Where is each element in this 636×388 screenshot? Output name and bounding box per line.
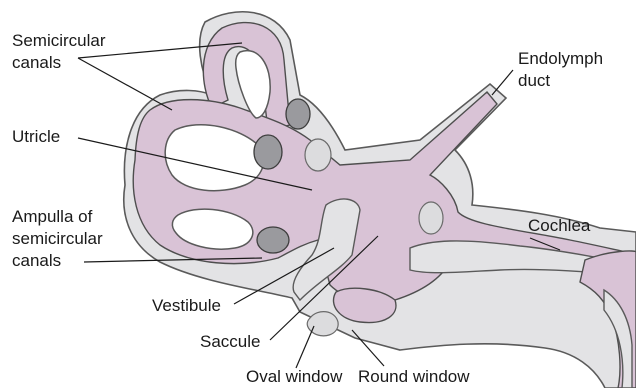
label-ampulla-1: Ampulla of <box>12 207 93 226</box>
utricle-opening <box>305 139 331 171</box>
label-ampulla-2: semicircular <box>12 229 103 248</box>
label-utricle: Utricle <box>12 127 60 146</box>
label-cochlea: Cochlea <box>528 216 591 235</box>
label-round-window: Round window <box>358 367 470 386</box>
label-oval-window: Oval window <box>246 367 343 386</box>
leader-semicircular-2 <box>78 58 172 110</box>
label-endolymph-duct-1: Endolymph <box>518 49 603 68</box>
label-semicircular-canals-2: canals <box>12 53 61 72</box>
label-ampulla-3: canals <box>12 251 61 270</box>
ampulla-upper <box>286 99 310 129</box>
label-endolymph-duct-2: duct <box>518 71 550 90</box>
label-semicircular-canals-1: Semicircular <box>12 31 106 50</box>
saccule-opening <box>419 202 443 234</box>
label-saccule: Saccule <box>200 332 260 351</box>
leader-oval-window <box>296 326 314 368</box>
ampulla-lateral <box>254 135 282 169</box>
ampulla-posterior <box>257 227 289 253</box>
leader-endolymph <box>492 70 513 95</box>
label-vestibule: Vestibule <box>152 296 221 315</box>
